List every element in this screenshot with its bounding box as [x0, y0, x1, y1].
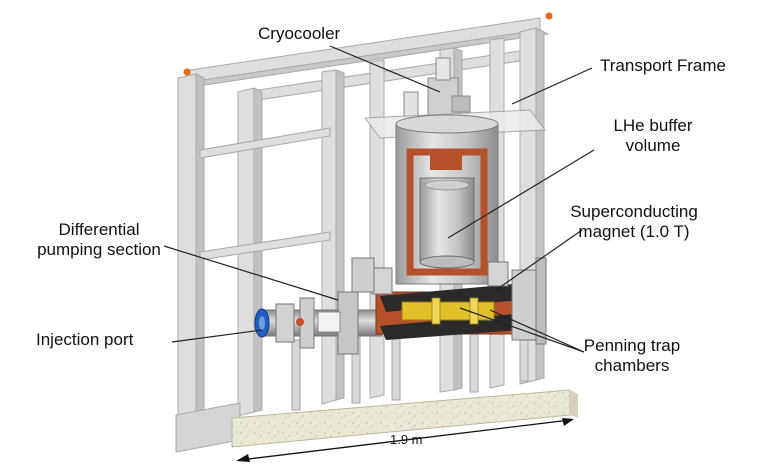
label-transport-frame: Transport Frame — [600, 56, 726, 75]
label-lhe-buffer-line2: volume — [625, 136, 681, 155]
dimension-label: 1.9 m — [390, 432, 423, 447]
label-superconducting-magnet: Superconducting magnet (1.0 T) — [560, 202, 708, 242]
label-differential-line2: pumping section — [37, 240, 161, 259]
label-lhe-buffer: LHe buffer volume — [606, 116, 700, 156]
label-penning-line1: Penning trap — [583, 336, 681, 355]
label-cryocooler: Cryocooler — [258, 24, 341, 43]
cryocooler — [403, 57, 471, 121]
label-superconducting-line2: magnet (1.0 T) — [578, 222, 690, 241]
label-differential-pumping: Differential pumping section — [30, 220, 168, 260]
label-lhe-buffer-line1: LHe buffer — [613, 116, 693, 135]
label-superconducting-line1: Superconducting — [570, 202, 698, 221]
lifting-eyes — [183, 12, 553, 76]
base-plinth — [231, 389, 578, 448]
label-differential-line1: Differential — [58, 220, 140, 239]
label-penning-line2: chambers — [594, 356, 670, 375]
leader-lines — [163, 45, 595, 353]
label-penning-trap: Penning trap chambers — [572, 336, 692, 376]
label-injection-port: Injection port — [36, 330, 134, 349]
dimension-arrow — [236, 418, 574, 462]
beam-line — [261, 257, 547, 355]
cryostat — [395, 114, 499, 285]
